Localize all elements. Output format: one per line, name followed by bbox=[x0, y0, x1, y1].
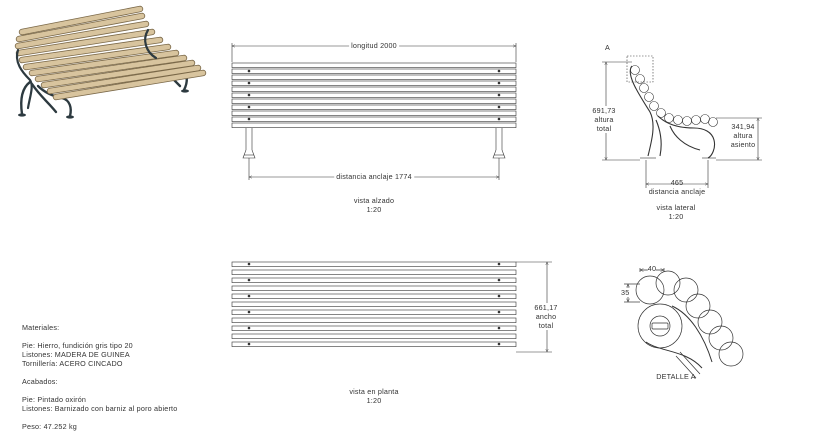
material-bolts: Tornillería: ACERO CINCADO bbox=[22, 359, 123, 368]
width-dimension-label: ancho bbox=[534, 312, 558, 321]
finishes-heading: Acabados: bbox=[22, 377, 58, 386]
plan-bolts bbox=[247, 262, 501, 346]
front-legs bbox=[242, 128, 506, 159]
detail-marker-a: A bbox=[605, 43, 610, 52]
finish-feet: Pie: Pintado oxirón bbox=[22, 395, 87, 404]
seat-height-value: 341,94 bbox=[731, 122, 755, 131]
side-view-title: vista lateral bbox=[656, 203, 696, 212]
side-anchor-value: 465 bbox=[670, 178, 684, 187]
length-dimension: longitud 2000 bbox=[349, 41, 399, 50]
detail-slat-sections bbox=[635, 270, 744, 367]
front-view-title: vista alzado bbox=[353, 196, 395, 205]
plan-view-title: vista en planta bbox=[349, 387, 399, 396]
side-slat-sections bbox=[630, 65, 718, 127]
bench-3d-slats bbox=[14, 5, 207, 101]
side-view-scale: 1:20 bbox=[668, 212, 684, 221]
anchor-distance-dimension: distancia anclaje 1774 bbox=[334, 172, 414, 181]
material-slats: Listones: MADERA DE GUINEA bbox=[22, 350, 130, 359]
plan-view-scale: 1:20 bbox=[366, 396, 382, 405]
side-anchor-label: distancia anclaje bbox=[648, 187, 706, 196]
plan-slats bbox=[231, 261, 517, 347]
total-height-label: altura bbox=[594, 115, 614, 124]
bench-3d-front-frame bbox=[15, 28, 158, 110]
front-view-scale: 1:20 bbox=[366, 205, 382, 214]
plan-view bbox=[231, 261, 552, 352]
detail-height-dimension: 35 bbox=[621, 288, 630, 297]
seat-height-label-2: asiento bbox=[730, 140, 756, 149]
material-feet: Pie: Hierro, fundición gris tipo 20 bbox=[22, 341, 133, 350]
bench-3d-render bbox=[14, 5, 207, 119]
front-elevation-view bbox=[232, 43, 516, 180]
total-height-value: 691,73 bbox=[592, 106, 616, 115]
detail-a-view bbox=[624, 268, 744, 379]
seat-height-label: altura bbox=[733, 131, 753, 140]
front-bolts bbox=[247, 69, 501, 121]
finish-slats: Listones: Barnizado con barniz al poro a… bbox=[22, 404, 178, 413]
side-view bbox=[602, 55, 762, 188]
weight-note: Peso: 47.252 kg bbox=[22, 422, 77, 431]
detail-width-dimension: 40 bbox=[647, 264, 657, 273]
detail-a-title: DETALLE A bbox=[656, 372, 696, 381]
specification-notes: Materiales: Pie: Hierro, fundición gris … bbox=[22, 323, 177, 431]
materials-heading: Materiales: bbox=[22, 323, 60, 332]
width-dimension-label-2: total bbox=[537, 321, 555, 330]
width-dimension-value: 661,17 bbox=[533, 303, 559, 312]
front-slats bbox=[231, 62, 517, 128]
total-height-label-2: total bbox=[596, 124, 612, 133]
side-frame bbox=[629, 65, 716, 159]
